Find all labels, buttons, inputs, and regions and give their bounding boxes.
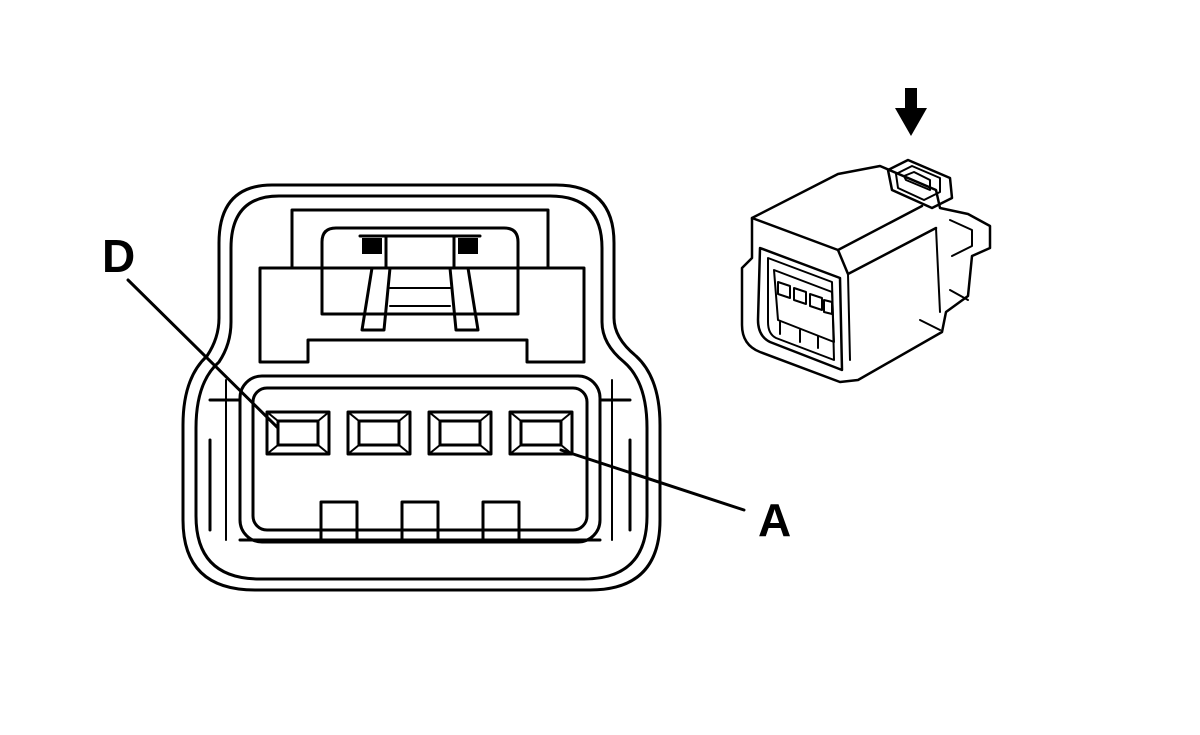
latch-tab bbox=[320, 226, 520, 316]
leader-line-pin-a bbox=[559, 448, 746, 512]
polarization-keys bbox=[319, 500, 521, 542]
connector-face-view: D A bbox=[102, 183, 791, 592]
pin-cavity bbox=[508, 410, 574, 456]
down-arrow-icon bbox=[895, 88, 927, 136]
iso-front-opening bbox=[756, 246, 844, 372]
latch-ridge-left bbox=[362, 238, 382, 254]
latch-arm-left bbox=[360, 266, 392, 332]
pin-cavity bbox=[265, 410, 331, 456]
pin-cavity bbox=[427, 410, 493, 456]
latch-housing bbox=[290, 208, 550, 270]
pin-cavities bbox=[265, 410, 574, 456]
connector-isometric-view bbox=[740, 88, 992, 384]
connector-inner-shell bbox=[194, 194, 649, 581]
connector-outer-shell bbox=[181, 183, 662, 592]
iso-body-outline bbox=[740, 164, 992, 384]
pin-label-d: D bbox=[102, 230, 135, 282]
cavity-block-outer bbox=[238, 374, 602, 544]
leader-line-pin-d bbox=[126, 278, 280, 430]
key bbox=[481, 500, 521, 542]
pin-label-a: A bbox=[758, 494, 791, 546]
iso-terminal-block bbox=[773, 269, 835, 343]
key bbox=[400, 500, 440, 542]
pin-cavity bbox=[346, 410, 412, 456]
iso-latch bbox=[886, 158, 954, 210]
latch-arm-right bbox=[448, 266, 480, 332]
latch-frame bbox=[258, 266, 586, 364]
latch-ridge-right bbox=[458, 238, 478, 254]
latch-window bbox=[384, 234, 456, 270]
key bbox=[319, 500, 359, 542]
iso-pin-cavities bbox=[777, 281, 833, 315]
cavity-block-inner bbox=[251, 386, 589, 532]
